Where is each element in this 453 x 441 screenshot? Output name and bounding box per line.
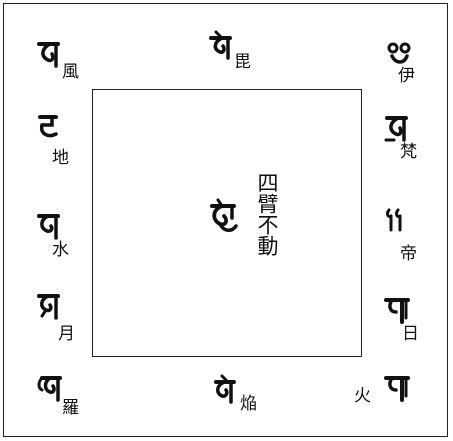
seed-syllable-sun (384, 294, 410, 324)
label-flame: 焔 (240, 394, 257, 414)
label-water: 水 (52, 240, 69, 260)
seed-syllable-fire (384, 372, 410, 402)
seed-syllable-indra (384, 206, 410, 236)
label-rahu: 羅 (62, 398, 79, 418)
label-i: 伊 (398, 66, 415, 86)
seed-syllable-brahma (384, 112, 410, 142)
seed-syllable-center (206, 196, 240, 236)
center-label: 四臂不動 (255, 172, 279, 256)
seed-syllable-rahu (36, 372, 62, 402)
seed-syllable-flame (212, 374, 238, 404)
label-indra: 帝 (400, 244, 417, 264)
seed-syllable-wind (36, 38, 62, 68)
inner-square (92, 89, 362, 357)
label-earth: 地 (52, 148, 69, 168)
seed-syllable-bi (208, 30, 234, 60)
seed-syllable-i (386, 40, 412, 70)
outer-frame (3, 3, 448, 437)
seed-syllable-water (36, 210, 62, 240)
seed-syllable-earth (36, 112, 62, 142)
label-wind: 風 (62, 62, 79, 82)
label-moon: 月 (58, 324, 75, 344)
seed-syllable-moon (36, 290, 62, 320)
label-fire: 火 (354, 386, 371, 406)
label-brahma: 梵 (400, 142, 417, 162)
label-sun: 日 (402, 324, 419, 344)
label-bi: 毘 (234, 52, 251, 72)
